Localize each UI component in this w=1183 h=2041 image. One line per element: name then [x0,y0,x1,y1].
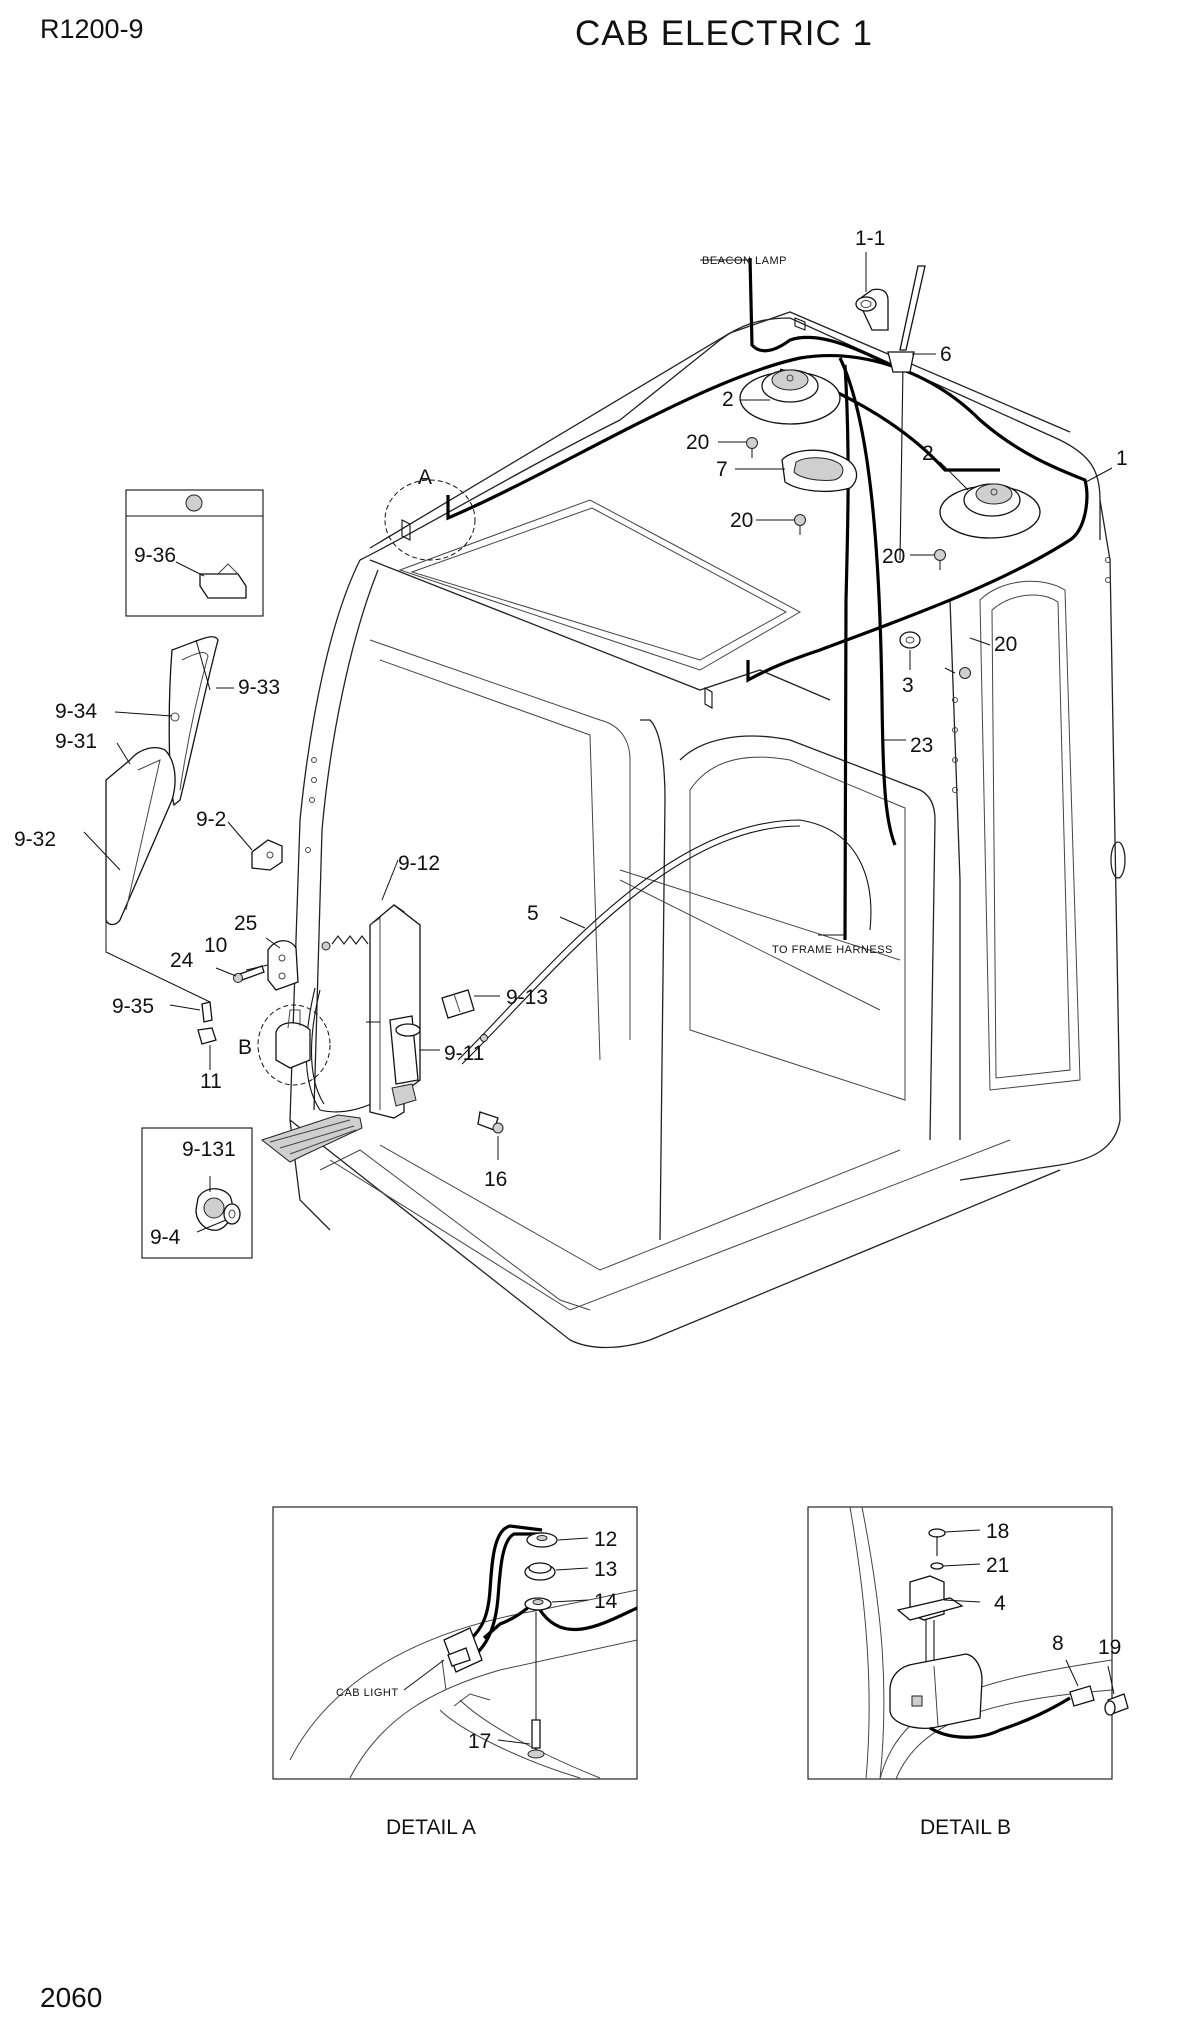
wiring-harness [305,257,1089,1113]
beacon-pipe [855,288,889,331]
callout-10: 10 [204,934,227,957]
detail-a-callout-13: 13 [594,1558,617,1581]
callout-20a: 20 [686,431,709,454]
callout-1-1: 1-1 [855,227,885,250]
detail-a-callout-14: 14 [594,1590,618,1613]
callout-9-32: 9-32 [14,828,56,851]
left-parts [105,479,476,1259]
callout-9-131: 9-131 [182,1138,236,1161]
detail-b-letter: B [238,1036,252,1059]
callout-9-36: 9-36 [134,544,176,567]
page-title: CAB ELECTRIC 1 [575,14,873,53]
callout-20b: 20 [730,509,753,532]
antenna [887,265,926,373]
callout-9-31: 9-31 [55,730,97,753]
callout-9-13: 9-13 [506,986,548,1009]
detail-b-callout-4: 4 [994,1592,1006,1615]
speaker-left [739,369,841,425]
callout-9-33: 9-33 [238,676,280,699]
detail-a-marker [384,479,476,561]
callout-23: 23 [910,734,933,757]
detail-b-callout-18: 18 [986,1520,1009,1543]
detail-a-callout-17: 17 [468,1730,491,1753]
detail-a-caption: DETAIL A [386,1816,476,1839]
detail-a-callout-12: 12 [594,1528,617,1551]
leader-lines [83,252,1113,1233]
speaker-right [939,483,1041,539]
callout-9-4: 9-4 [150,1226,181,1249]
roof-parts [739,265,1041,679]
frame-harness-note: TO FRAME HARNESS [772,944,893,956]
detail-b-callout-8: 8 [1052,1632,1064,1655]
callout-20c: 20 [882,545,905,568]
detail-b-caption: DETAIL B [920,1816,1011,1839]
inset-box-9-36 [125,489,264,617]
detail-a-panel: 12 13 14 17 CAB LIGHT DETAIL A [272,1506,638,1839]
model-number: R1200-9 [40,14,144,44]
callout-2a: 2 [722,388,734,411]
cab-light-note: CAB LIGHT [336,1687,399,1699]
cab-light [781,449,858,492]
callout-9-2: 9-2 [196,808,226,831]
pillar-holes [305,557,1111,853]
detail-b-panel: 18 21 4 8 19 DETAIL B [807,1506,1129,1839]
detail-b-callout-19: 19 [1098,1636,1121,1659]
callout-1: 1 [1116,447,1128,470]
beacon-lamp-note: BEACON LAMP [702,255,787,267]
callout-16: 16 [484,1168,507,1191]
callout-24: 24 [170,949,194,972]
callout-3: 3 [902,674,914,697]
page-number: 2060 [40,1982,103,2013]
grommet [899,631,921,649]
callout-5: 5 [527,902,539,925]
callout-25: 25 [234,912,257,935]
callout-7: 7 [716,458,728,481]
callout-9-11: 9-11 [444,1042,484,1065]
callout-9-35: 9-35 [112,995,154,1018]
screws [746,437,971,679]
callout-9-12: 9-12 [398,852,440,875]
callout-20d: 20 [994,633,1017,656]
callout-labels: 1-1 6 2 20 7 20 2 1 20 3 20 23 5 9-12 9-… [14,227,1128,1249]
detail-b-marker [257,1004,331,1086]
wiper-motor-assembly [260,904,504,1163]
callout-2b: 2 [922,442,934,465]
callout-6: 6 [940,343,952,366]
callout-9-34: 9-34 [55,700,97,723]
callout-11: 11 [200,1070,222,1093]
inset-box-9-131 [141,1127,253,1259]
detail-a-letter: A [418,466,432,489]
cab-body [289,311,1126,1349]
detail-b-callout-21: 21 [986,1554,1009,1577]
